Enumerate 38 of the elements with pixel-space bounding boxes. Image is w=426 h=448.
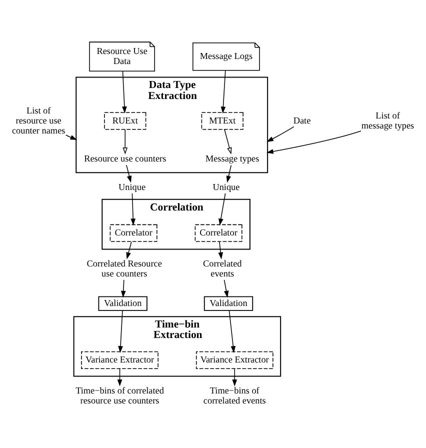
arrow	[218, 192, 226, 226]
arrow	[122, 128, 128, 154]
arrow	[126, 164, 132, 182]
arrow	[220, 70, 226, 114]
node-text: Time−bins of correlated events	[203, 385, 266, 406]
arrow	[266, 130, 362, 154]
arrow	[120, 279, 126, 298]
node-text: Correlated Resource use counters	[86, 258, 162, 278]
node-text: Message types	[205, 153, 260, 164]
node-box: Variance Extractor	[196, 350, 274, 369]
arrow	[126, 241, 132, 259]
node-box: Variance Extractor	[81, 350, 158, 369]
arrow	[228, 310, 236, 352]
arrow	[224, 279, 229, 298]
node-box: Correlator	[110, 224, 158, 242]
arrow	[266, 126, 294, 142]
node-text: List of message types	[361, 110, 414, 130]
node-text: Resource use counters	[84, 153, 166, 164]
node-text: Time−bins of correlated resource use counters	[76, 385, 164, 406]
arrow	[130, 192, 136, 226]
node-box: MTExt	[201, 112, 244, 130]
arrow	[118, 310, 123, 352]
node-box: RUExt	[104, 112, 146, 130]
arrow	[122, 70, 127, 113]
arrow	[224, 128, 232, 154]
arrow	[218, 241, 224, 259]
arrow	[66, 134, 78, 140]
node-box: Correlator	[194, 224, 242, 242]
arrow	[226, 164, 232, 182]
node-text: Date	[293, 114, 311, 125]
arrow	[117, 368, 122, 386]
node-text: List of resource use counter names	[12, 104, 66, 135]
node-text: Correlated events	[203, 258, 242, 278]
arrow	[232, 368, 238, 386]
node-text: Unique	[212, 181, 240, 192]
node-box: Validation	[204, 296, 254, 310]
node-box: Validation	[98, 296, 148, 310]
node-text: Unique	[118, 181, 146, 192]
